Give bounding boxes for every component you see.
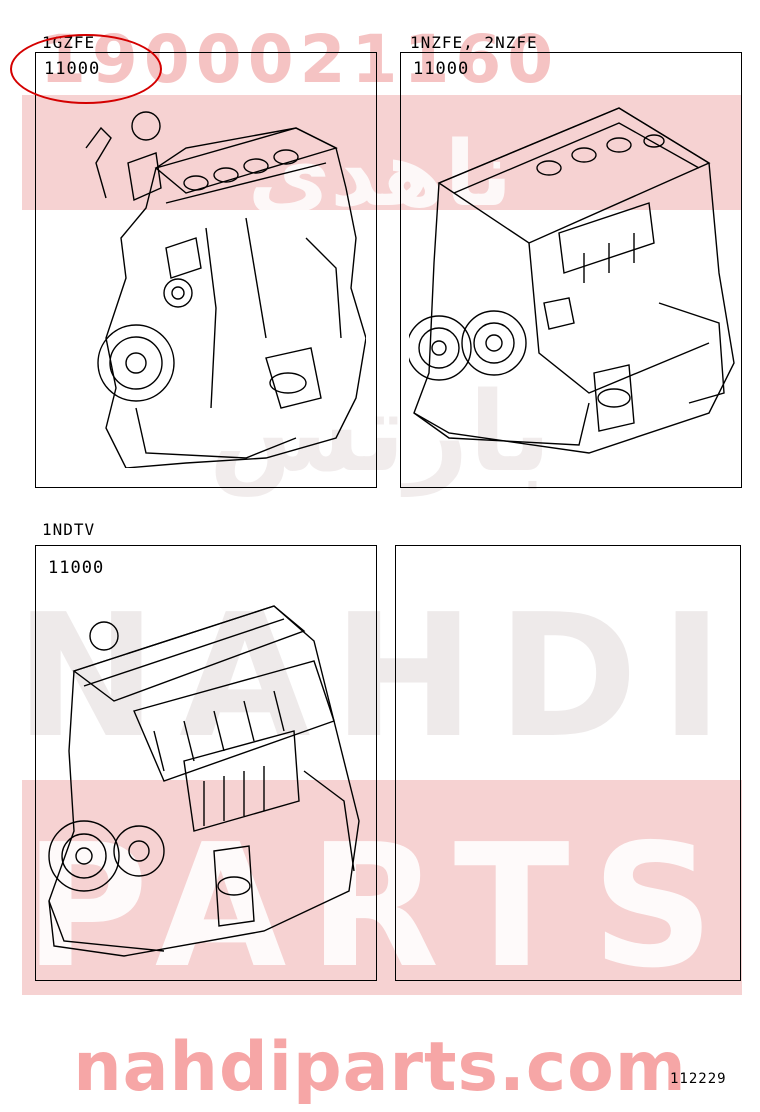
panel-3: 11000 (35, 545, 377, 981)
highlight-circle (10, 34, 162, 104)
engine-1ndtv-drawing (48, 605, 360, 957)
panel-2: 11000 (400, 52, 742, 488)
panel-3-part-code[interactable]: 11000 (48, 558, 105, 578)
engine-1nzfe-drawing (409, 107, 735, 454)
panel-1: 11000 (35, 52, 377, 488)
panel-4-empty (395, 545, 741, 981)
watermark-site: nahdiparts.com (73, 1028, 687, 1107)
figure-number: 112229 (670, 1071, 727, 1087)
panel-2-engine-label: 1NZFE, 2NZFE (410, 33, 538, 52)
panel-3-engine-label: 1NDTV (42, 520, 96, 539)
engine-1gzfe-drawing (85, 111, 366, 468)
panel-2-part-code[interactable]: 11000 (413, 59, 470, 79)
